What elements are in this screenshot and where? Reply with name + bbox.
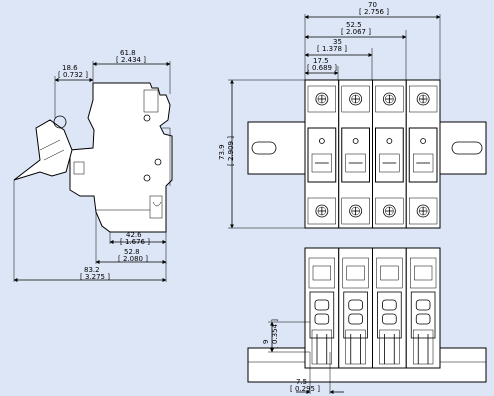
fuse-pole [405,79,441,229]
fuse-pole-bottom [405,247,441,369]
dim-70-mm: 70 [368,1,377,9]
bottom-terminal-screw-icon [349,204,363,218]
side-din-clip [162,127,171,186]
side-pivot [53,115,67,129]
side-rivet-top [143,114,151,122]
fuse-pole [338,79,373,229]
bottom-view: 9 [ 0.354 ] 7.5 [ 0.295 ] [247,247,487,394]
dim-52-5-in: [ 2.067 ] [341,28,371,36]
indicator-lamp [352,138,359,144]
dim-73-9-mm: 73.9 [218,144,226,160]
side-top-terminal [143,89,159,113]
rail-slot-right [451,141,483,155]
dim-18-6-in: [ 0.732 ] [58,71,88,79]
dim-17-5-mm: 17.5 [313,57,329,65]
dim-7-5-in: [ 0.295 ] [290,385,320,393]
dim-61-8-in: [ 2.434 ] [116,56,146,64]
dim-18-6-mm: 18.6 [62,64,78,72]
top-terminal-screw-icon [349,92,363,106]
dim-52-5-mm: 52.5 [346,21,362,29]
dim-35-mm: 35 [333,38,342,46]
bottom-terminal-screw-icon [382,204,396,218]
fuse-window [345,153,366,173]
dim-73-9-in: [ 2.909 ] [227,136,235,166]
bottom-terminal-screw-icon [416,204,430,218]
dim-83-2-mm: 83.2 [84,266,100,274]
fuse-window [379,153,400,173]
dim-17-5-in: [ 0.689 ] [307,64,337,72]
top-terminal-screw-icon [315,92,329,106]
fuse-pole-bottom [304,247,340,369]
bottom-terminal-screw-icon [315,204,329,218]
indicator-lamp [318,138,325,144]
front-poles [304,79,441,229]
side-body-outline [69,82,173,233]
side-clip-mark [152,201,162,207]
dim-9-mm: 9 [262,340,270,344]
fuse-window [413,153,434,173]
fuse-pole-bottom [372,247,407,369]
top-terminal-screw-icon [416,92,430,106]
side-handle [13,119,73,181]
dim-42-6-in: [ 1.676 ] [120,238,150,246]
dim-9-in: [ 0.354 ] [271,319,279,349]
indicator-lamp [420,138,427,144]
dim-42-6-mm: 42.6 [126,231,142,239]
side-rivet-low [143,174,151,182]
fuse-pole [372,79,407,229]
dim-52-8-in: [ 2.080 ] [118,255,148,263]
side-handle-latch [73,161,85,175]
rail-slot-left [251,141,277,155]
dim-35-in: [ 1.378 ] [317,45,347,53]
fuse-window [311,153,332,173]
dim-70-in: [ 2.756 ] [359,8,389,16]
front-view: 70 [ 2.756 ] 52.5 [ 2.067 ] 35 [ 1.378 ]… [218,1,487,229]
indicator-lamp [386,138,393,144]
dim-61-8-mm: 61.8 [120,49,136,57]
fuse-pole [304,79,340,229]
side-rivet-mid [154,158,162,166]
dim-83-2-in: [ 3.275 ] [80,273,110,281]
bottom-poles [304,247,441,369]
dim-52-8-mm: 52.8 [124,248,140,256]
fuse-pole-bottom [338,247,373,369]
top-terminal-screw-icon [382,92,396,106]
dim-7-5-mm: 7.5 [296,378,307,386]
side-bottom-terminal [149,195,163,219]
side-view: 61.8 [ 2.434 ] 18.6 [ 0.732 ] 42.6 [ 1.6… [13,49,173,282]
side-handle-detail [39,139,65,161]
